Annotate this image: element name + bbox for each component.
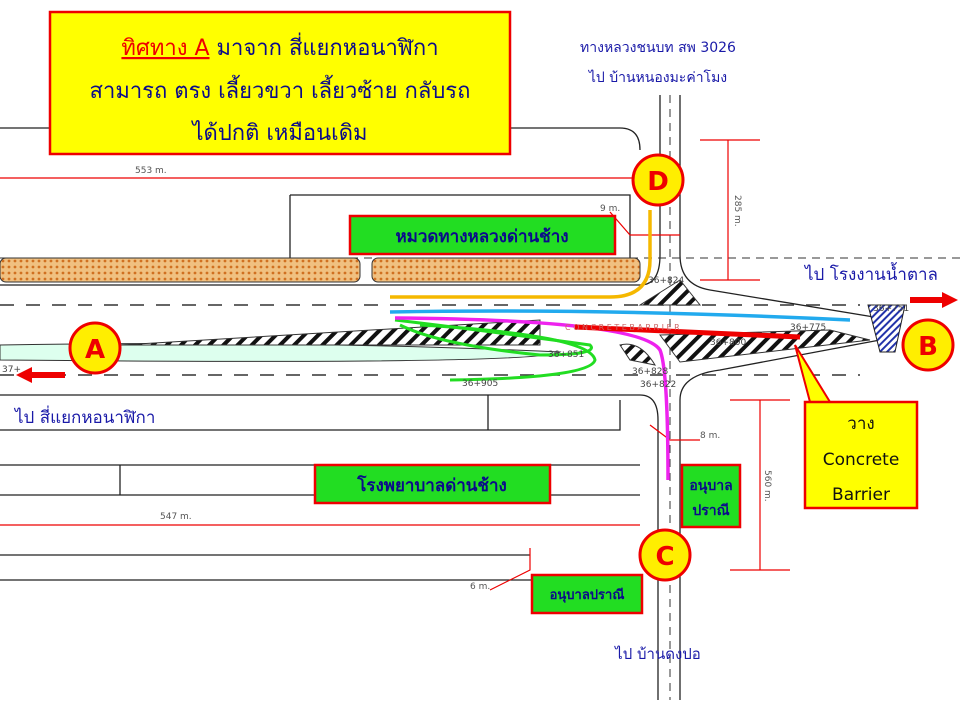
station-label: 36+851 — [548, 350, 584, 360]
svg-text:B: B — [918, 332, 938, 362]
svg-text:C: C — [655, 542, 674, 572]
distance-label: 553 m. — [135, 166, 167, 176]
svg-text:D: D — [647, 167, 669, 197]
station-label: 36+775 — [790, 323, 826, 333]
concrete-barrier-line — [574, 324, 801, 340]
title-line-2: สามารถ ตรง เลี้ยวขวา เลี้ยวซ้าย กลับรถ — [90, 75, 471, 104]
distance-label: 547 m. — [160, 512, 192, 522]
distance-label: 6 m. — [470, 582, 490, 592]
hatched-island-right — [659, 329, 871, 363]
station-label: 37+ — [2, 365, 21, 375]
station-label: 36+824 — [648, 276, 684, 286]
hatched-island-bottom — [619, 343, 657, 366]
blue-hatched-area — [867, 304, 906, 353]
svg-text:A: A — [85, 335, 105, 365]
arrow-left-head — [16, 367, 32, 383]
kindergarten-box-bottom — [530, 573, 644, 615]
kindergarten-label: ปราณี — [692, 503, 729, 519]
station-label: 36+828 — [632, 367, 668, 377]
sidewalk-strip-right — [371, 257, 641, 283]
station-label: 36+905 — [462, 379, 498, 389]
kindergarten-box-right — [680, 463, 742, 529]
distance-label: 8 m. — [700, 431, 720, 441]
distance-label: 9 m. — [600, 204, 620, 214]
right-destination: ไป โรงงานน้ำตาล — [803, 262, 938, 285]
svg-text:Concrete: Concrete — [823, 450, 900, 470]
kindergarten-bottom-label: อนุบาลปราณี — [550, 587, 625, 603]
svg-text:Barrier: Barrier — [832, 485, 890, 505]
highway-unit-label: หมวดทางหลวงด่านช้าง — [395, 227, 568, 247]
bottom-destination: ไป บ้านดงปอ — [614, 645, 701, 663]
left-destination: ไป สี่แยกหอนาฬิกา — [13, 405, 155, 428]
marker-b: B — [901, 318, 955, 372]
distance-label: 560 m. — [762, 470, 772, 502]
marker-c: C — [638, 528, 692, 582]
direction-label: ทิศทาง A — [121, 36, 209, 61]
arrow-right-head — [942, 292, 958, 308]
svg-text:ทิศทาง A มาจาก สี่แยกหอนาฬิกา: ทิศทาง A มาจาก สี่แยกหอนาฬิกา — [121, 32, 438, 61]
top-road-destination: ไป บ้านหนองมะค่าโมง — [588, 69, 727, 86]
dimension-lines — [0, 139, 790, 591]
svg-text:วาง: วาง — [847, 414, 874, 434]
sidewalk-strip-left — [0, 257, 361, 283]
marker-d: D — [631, 153, 685, 207]
barrier-label: C O N C R E T E B A R R I E R — [565, 323, 680, 332]
distance-label: 285 m. — [732, 195, 742, 227]
station-label: 36+800 — [710, 338, 746, 348]
route-arrow-blue — [389, 309, 851, 322]
route-arrow-orange — [390, 210, 652, 299]
station-label: 36+751 — [873, 304, 909, 314]
title-box: ทิศทาง A มาจาก สี่แยกหอนาฬิกา สามารถ ตรง… — [48, 10, 512, 156]
highway-unit-box — [348, 214, 617, 256]
kindergarten-label: อนุบาล — [689, 478, 732, 494]
hospital-box — [313, 463, 552, 505]
station-label: 36+822 — [640, 380, 676, 390]
route-arrow-magenta — [394, 316, 670, 481]
hospital-label: โรงพยาบาลด่านช้าง — [356, 475, 507, 496]
route-arrow-green-2 — [419, 323, 597, 382]
barrier-callout: วาง Concrete Barrier — [794, 344, 919, 510]
title-origin: มาจาก สี่แยกหอนาฬิกา — [210, 32, 439, 61]
hatched-island-top — [638, 279, 702, 306]
marker-a: A — [68, 321, 122, 375]
hatched-median — [119, 319, 541, 346]
top-road-name: ทางหลวงชนบท สพ 3026 — [580, 40, 736, 56]
title-line-3: ได้ปกติ เหมือนเดิม — [190, 120, 367, 146]
